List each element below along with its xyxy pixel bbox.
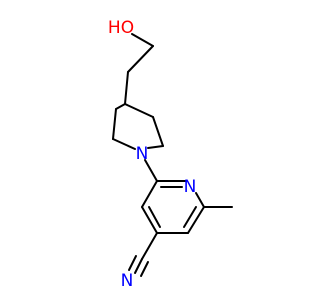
azepane-bond-6 [115,103,126,110]
molecule-structure: HO N N N [108,18,233,291]
pyridine-bond-6 [195,192,205,208]
pyridine-bond-2 [141,180,158,208]
bond-c1-c2 [127,45,154,73]
pyridine-bond-3-inner [148,206,161,228]
azepane-bond-3 [147,145,164,149]
azepane-bond-2 [152,116,164,147]
nitrile-bond [141,232,158,260]
pyridine-bond-3 [141,206,158,234]
azepane-bond-1 [124,103,154,118]
amine-nitrogen-label: N [136,144,149,164]
bond-n-pyridine [144,159,158,182]
nitrile-triple-2 [128,255,137,271]
nitrile-nitrogen-label: N [121,271,134,291]
nitrile-triple-1 [134,258,143,274]
molecule-canvas: HO N N N [107,18,233,291]
bond-o-c1 [131,33,154,47]
pyridine-bond-5 [187,206,205,234]
nitrile-triple-3 [140,261,149,277]
pyridine-bond-5-inner [183,206,197,228]
bond-c2-c3 [124,71,129,105]
hydroxyl-label: HO [108,18,134,38]
azepane-bond-4 [112,138,136,150]
pyridine-nitrogen-label: N [184,177,197,197]
azepane-bond-5 [112,108,117,140]
